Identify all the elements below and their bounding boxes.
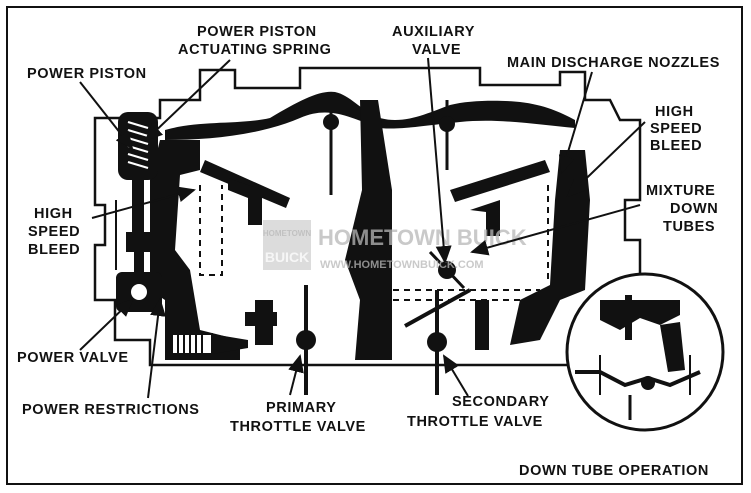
label-power-piston-spring-line2: ACTUATING SPRING [178, 42, 332, 58]
down-tube-inset [565, 272, 725, 432]
label-main-discharge-nozzles: MAIN DISCHARGE NOZZLES [507, 55, 720, 71]
label-power-valve: POWER VALVE [17, 350, 129, 366]
leader-high-speed-bleed-left [91, 186, 196, 219]
leader-main-discharge-nozzles [558, 71, 593, 174]
label-high-speed-bleed-right-line1: HIGH [655, 104, 694, 120]
label-mixture-down-tubes-line1: MIXTURE [646, 183, 715, 199]
label-high-speed-bleed-left-line1: HIGH [34, 206, 73, 222]
label-high-speed-bleed-left-line3: BLEED [28, 242, 80, 258]
carburetor-body [93, 66, 642, 367]
labels: POWER PISTON POWER PISTON ACTUATING SPRI… [17, 24, 720, 479]
watermark-url: WWW.HOMETOWNBUICK.COM [320, 259, 484, 271]
leader-secondary-throttle-valve [442, 354, 469, 397]
leader-lines [79, 57, 646, 399]
label-auxiliary-valve-line2: VALVE [412, 42, 461, 58]
label-power-restrictions: POWER RESTRICTIONS [22, 402, 200, 418]
leader-primary-throttle-valve [288, 354, 304, 396]
leader-auxiliary-valve [427, 57, 452, 264]
label-primary-throttle-valve-line2: THROTTLE VALVE [230, 419, 366, 435]
label-secondary-throttle-valve-line1: SECONDARY [452, 394, 550, 410]
leader-mixture-down-tubes [470, 204, 641, 256]
leader-power-piston-spring [144, 59, 231, 142]
label-mixture-down-tubes-line2: DOWN [670, 201, 718, 217]
diagram-frame [6, 6, 743, 485]
label-high-speed-bleed-right-line3: BLEED [650, 138, 702, 154]
label-auxiliary-valve-line1: AUXILIARY [392, 24, 475, 40]
leader-power-restrictions [147, 298, 166, 399]
watermark-badge-top: HOMETOWN [263, 229, 312, 238]
label-mixture-down-tubes-line3: TUBES [663, 219, 715, 235]
label-high-speed-bleed-right-line2: SPEED [650, 121, 702, 137]
watermark: HOMETOWN BUICK HOMETOWN BUICK WWW.HOMETO… [263, 220, 527, 271]
leader-power-piston [79, 81, 134, 150]
label-secondary-throttle-valve-line2: THROTTLE VALVE [407, 414, 543, 430]
label-power-piston-spring-line1: POWER PISTON [197, 24, 317, 40]
label-power-piston: POWER PISTON [27, 66, 147, 82]
throttle-assembly [296, 98, 471, 395]
label-primary-throttle-valve-line1: PRIMARY [266, 400, 337, 416]
leader-power-valve [79, 298, 134, 351]
label-down-tube-operation: DOWN TUBE OPERATION [519, 463, 709, 479]
watermark-badge-bottom: BUICK [265, 249, 309, 265]
leader-high-speed-bleed-right [566, 121, 646, 198]
power-restriction-screw [171, 333, 248, 355]
label-high-speed-bleed-left-line2: SPEED [28, 224, 80, 240]
